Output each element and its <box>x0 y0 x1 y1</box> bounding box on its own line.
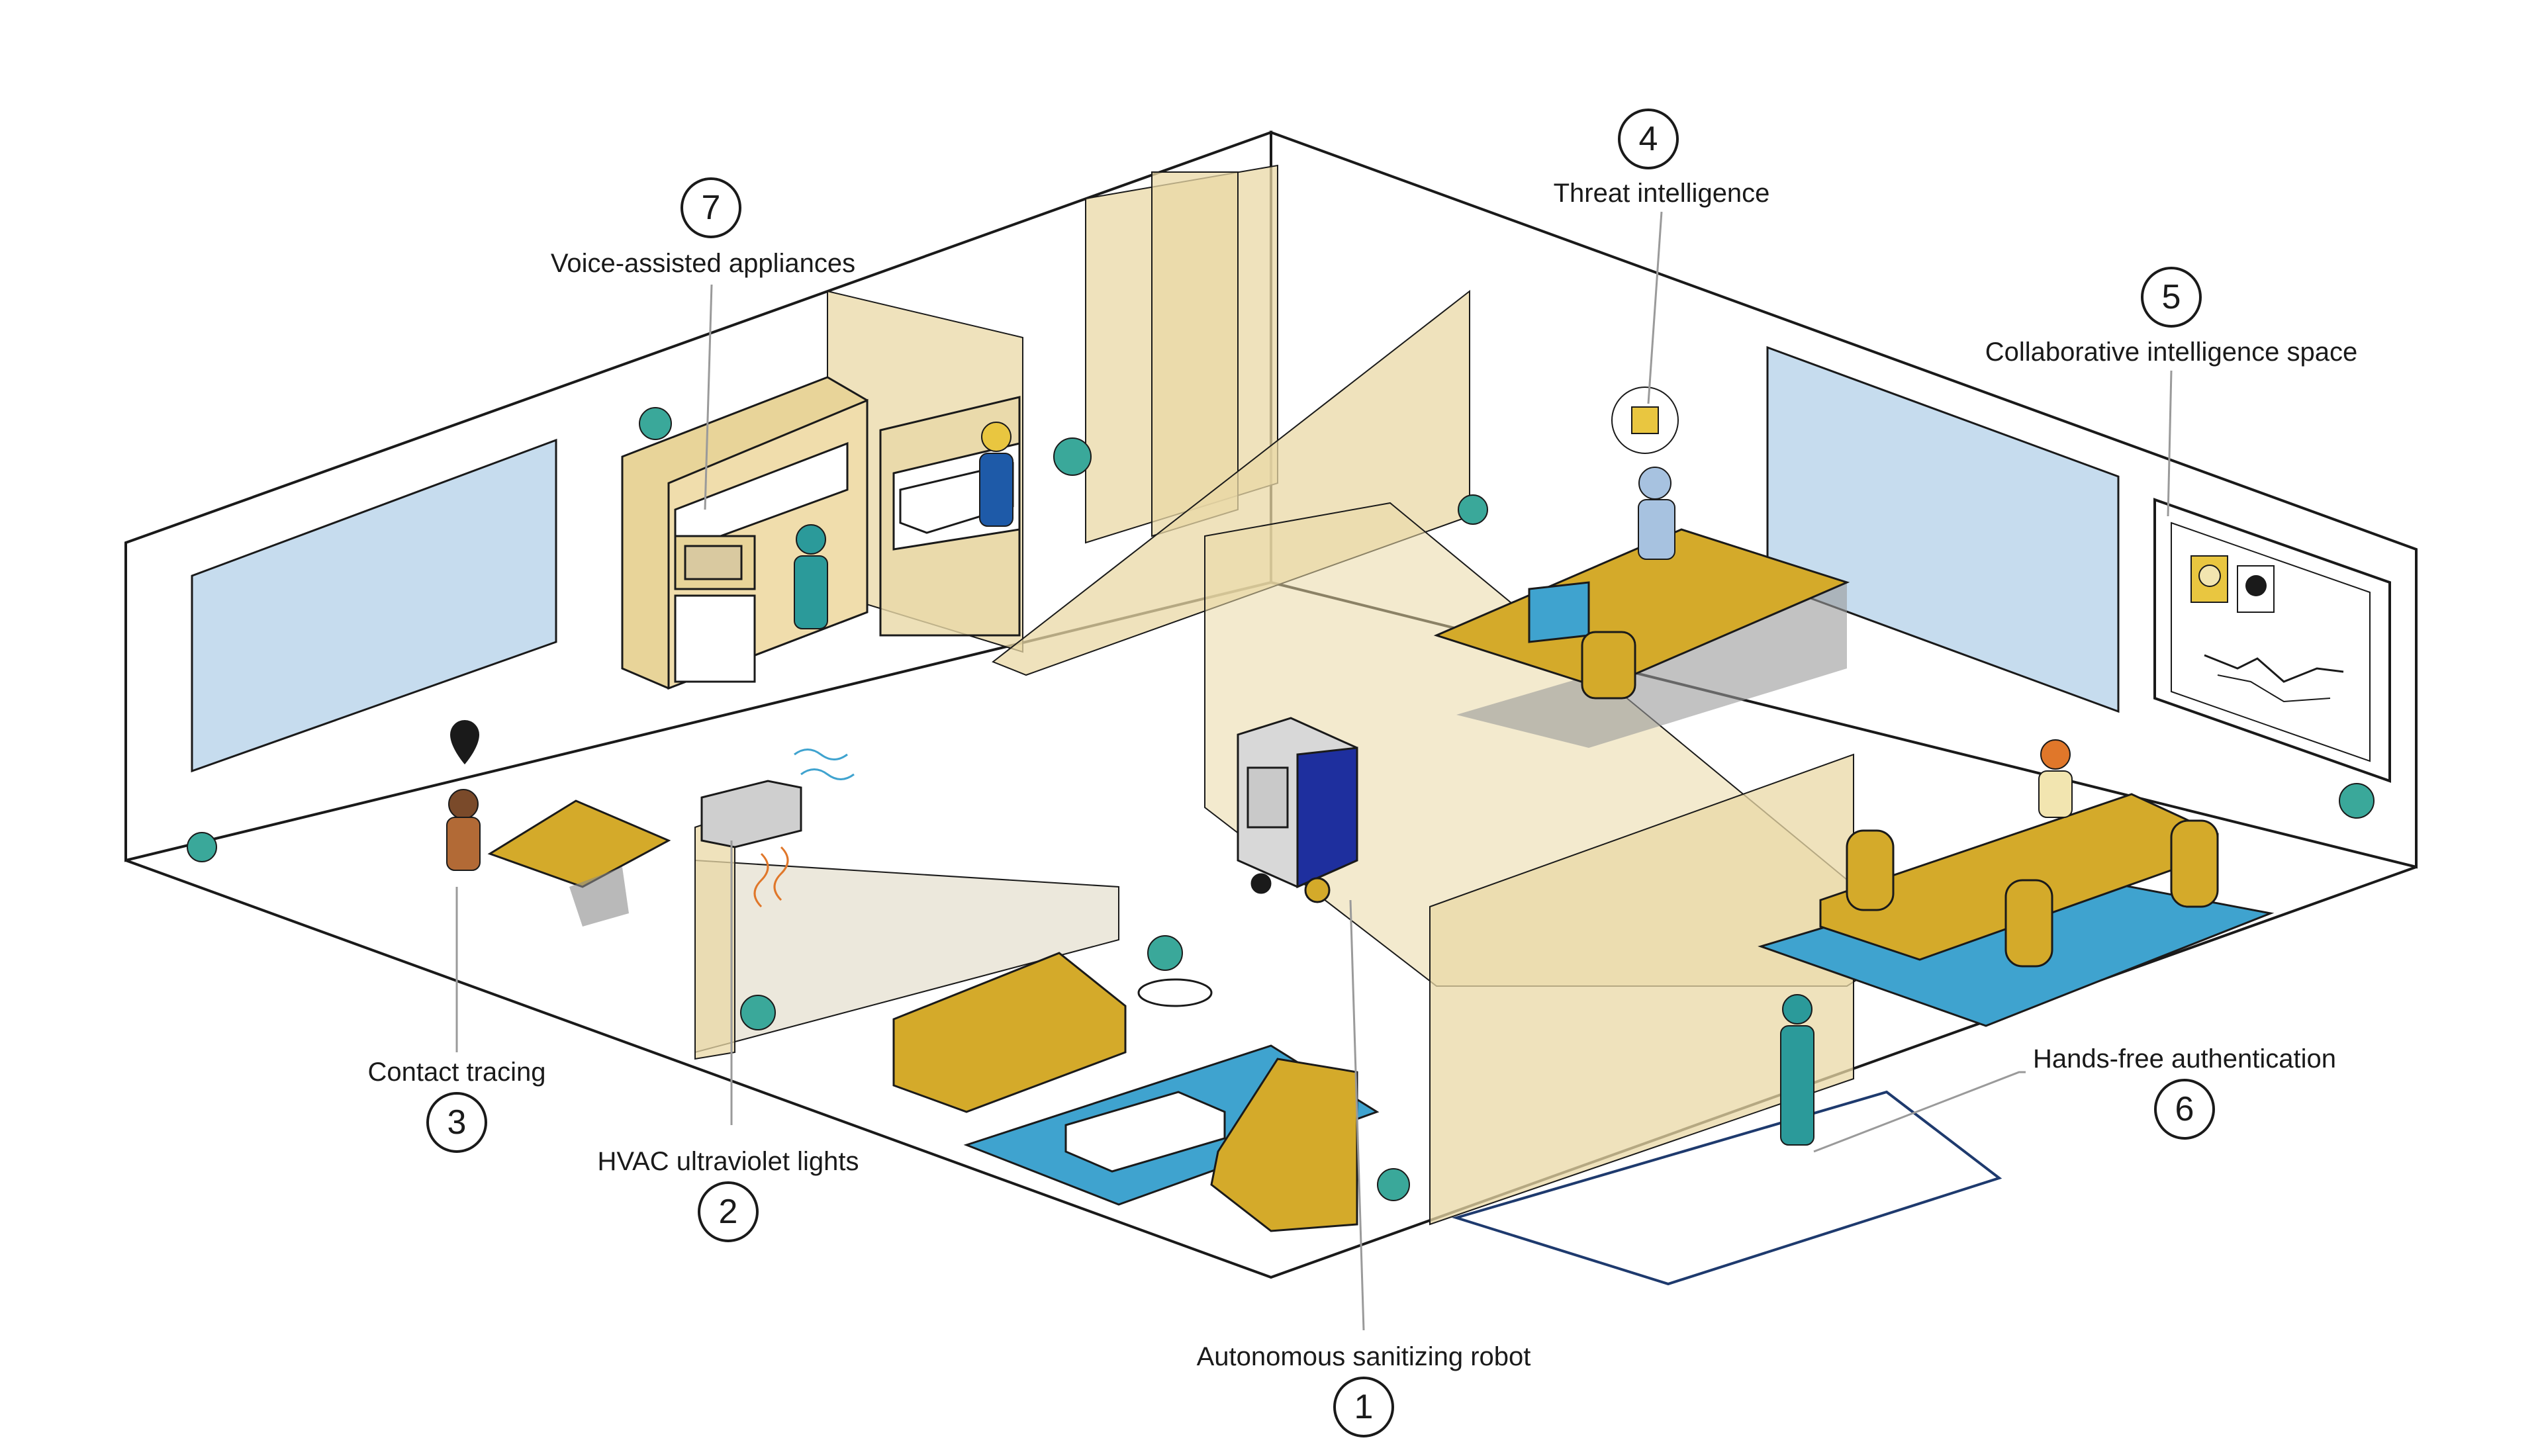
hvac-unit <box>700 749 855 908</box>
callout-label-1: Autonomous sanitizing robot <box>1196 1342 1531 1371</box>
person-entrance <box>1780 994 1814 1146</box>
meeting-area <box>1758 793 2275 1027</box>
person-sink <box>979 422 1013 527</box>
callout-label-2: HVAC ultraviolet lights <box>597 1147 859 1176</box>
callout-number-4: 4 <box>1618 109 1679 169</box>
callout-label-4: Threat intelligence <box>1553 179 1770 208</box>
plants <box>187 407 2375 1201</box>
person-meeting <box>2038 739 2073 818</box>
person-appliances <box>794 524 828 629</box>
contact-tracing-desk <box>487 799 671 927</box>
callout-label-5: Collaborative intelligence space <box>1985 338 2358 367</box>
location-pin-icon <box>450 720 479 764</box>
callout-number-7: 7 <box>681 177 741 238</box>
sanitizing-robot <box>1237 717 1358 903</box>
entrance-mat <box>1452 1090 2002 1286</box>
callout-label-3: Contact tracing <box>367 1058 546 1087</box>
desk-area <box>1433 528 1850 748</box>
callout-number-2: 2 <box>698 1181 759 1242</box>
people <box>446 422 2073 1146</box>
right-window <box>1766 345 2120 713</box>
leader-lines <box>455 211 2173 1331</box>
person-desk <box>1638 467 1675 560</box>
left-window <box>191 438 557 773</box>
callout-label-6: Hands-free authentication <box>2032 1044 2337 1073</box>
callout-number-6: 6 <box>2154 1079 2215 1140</box>
callout-number-5: 5 <box>2141 267 2202 328</box>
callout-number-3: 3 <box>426 1092 487 1153</box>
chip-icon <box>1611 387 1679 454</box>
callout-label-7: Voice-assisted appliances <box>550 249 856 278</box>
translucent-partitions <box>694 164 1921 1226</box>
callout-number-1: 1 <box>1333 1377 1394 1437</box>
lounge-area <box>892 952 1380 1232</box>
whiteboard <box>2153 498 2391 783</box>
person-contact-tracing <box>446 789 481 871</box>
